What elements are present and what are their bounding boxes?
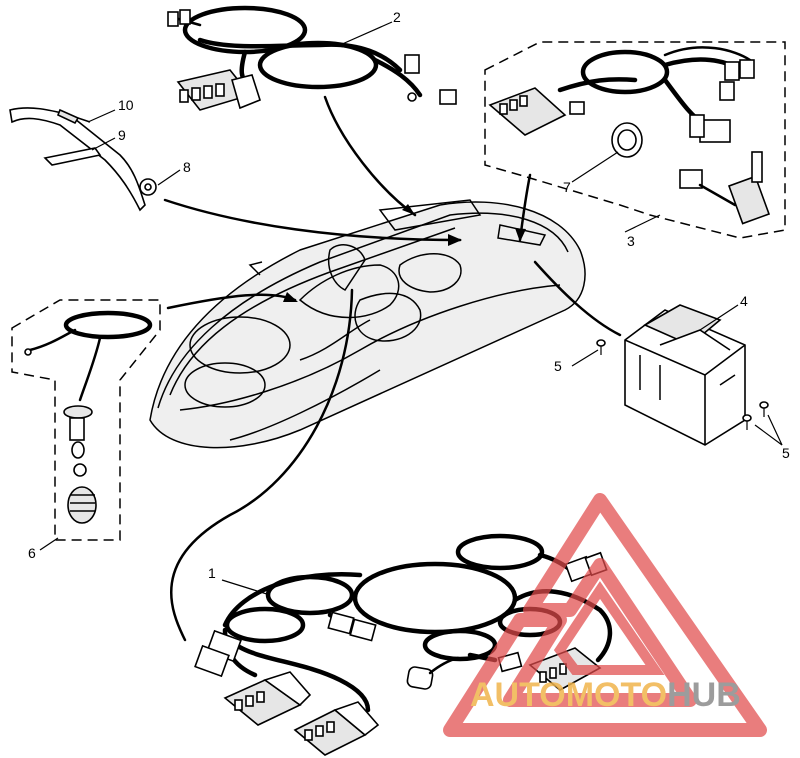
battery-box-item-4: [624, 304, 746, 446]
callout-5-left: 5: [554, 358, 562, 374]
connector-inline: [406, 656, 460, 690]
gauge-sender: [63, 405, 97, 524]
callout-5-right: 5: [782, 445, 790, 461]
watermark-hub: HUB: [667, 676, 741, 714]
callout-3: 3: [627, 233, 635, 249]
screw-right-2: [759, 401, 769, 417]
watermark-moto: MOTO: [566, 676, 667, 714]
callout-9: 9: [118, 127, 126, 143]
screws-item-5: [596, 339, 769, 430]
harness-item-2: [167, 5, 457, 111]
callout-10: 10: [118, 97, 134, 113]
callout-4: 4: [740, 293, 748, 309]
connector-4pin: [176, 69, 261, 111]
kit-item-6: [11, 299, 161, 541]
callout-1: 1: [208, 565, 216, 581]
connector-small-left: [194, 629, 242, 678]
screw-right-1: [742, 414, 752, 430]
automotohub-watermark: AUTOMOTOHUB: [443, 493, 767, 737]
connector-large-1: [223, 671, 312, 726]
callout-6: 6: [28, 545, 36, 561]
callout-8: 8: [183, 159, 191, 175]
kit-item-3: [484, 41, 786, 239]
connector-large-2: [293, 701, 380, 756]
connector-square: [488, 87, 567, 136]
connector-mid: [327, 611, 377, 642]
watermark-logo-triangle: [443, 493, 767, 737]
callout-2: 2: [393, 9, 401, 25]
screw-left: [596, 339, 606, 355]
boat-hull: [149, 199, 586, 449]
callout-leaders: [39, 21, 783, 596]
watermark-text: AUTOMOTOHUB: [470, 676, 741, 714]
watermark-auto: AUTO: [470, 676, 566, 714]
temperature-sensor: [679, 151, 771, 225]
battery-cable-item-8: [9, 107, 157, 212]
callout-7: 7: [563, 179, 571, 195]
grommet-item-7: [611, 122, 643, 158]
callout-numbers: 1 2 3 4 5 5 6 7 8 9 10: [28, 9, 790, 581]
routing-lines: [163, 95, 622, 642]
main-harness-item-1: [194, 533, 613, 756]
